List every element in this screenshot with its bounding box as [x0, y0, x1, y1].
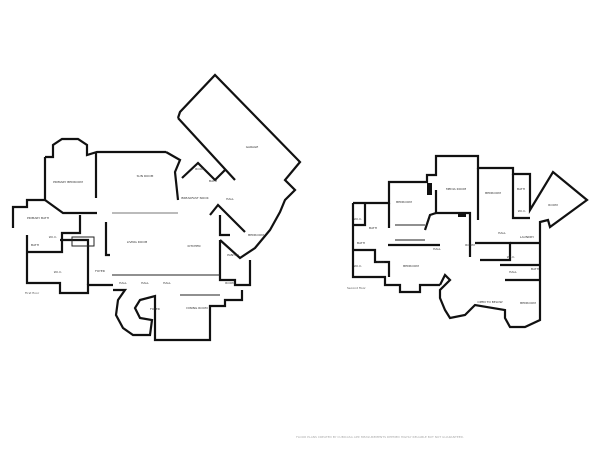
room-label: FOYER [150, 307, 160, 311]
room-label: GARAGE [246, 145, 259, 149]
room-label: LAUNDRY [520, 235, 534, 239]
room-label: W.I.C. [54, 270, 63, 274]
room-label: KITCHEN [188, 244, 201, 248]
room-label: LIVING ROOM [127, 240, 148, 244]
room-label: W.I.C. [49, 235, 58, 239]
room-label: W.I.C. [354, 217, 363, 221]
room-label: DINING ROOM [186, 306, 208, 310]
room-label: BEDROOM [396, 200, 412, 204]
second-floor-walls [351, 154, 589, 329]
room-label: HALL [141, 281, 149, 285]
room-label: HALL [119, 281, 127, 285]
room-label: OPEN TO BELOW [477, 300, 502, 304]
room-label: W.I.C. [518, 209, 527, 213]
room-label: BEDROOM [403, 264, 419, 268]
floor-label: First floor [25, 291, 40, 295]
footer-disclaimer: FLOOR PLANS CREATED BY CUBICASA APP. MEA… [296, 435, 464, 439]
room-label: ROOM [195, 167, 205, 171]
room-label: BATH [531, 267, 539, 271]
room-label: HALL [377, 260, 385, 264]
room-label: PANTRY [227, 253, 239, 257]
room-label: BATH [31, 243, 39, 247]
room-label: FOYER [95, 269, 105, 273]
room-label: BATH [369, 226, 377, 230]
second-floor-room-labels: MEDIA ROOM BEDROOM BEDROOM BATH W.I.C. R… [347, 187, 558, 305]
room-label: MEDIA ROOM [446, 187, 466, 191]
room-label: BATH [517, 187, 525, 191]
room-label: HALL [433, 247, 441, 251]
floor-label: Second floor [347, 286, 367, 290]
room-label: PRIMARY BATH [27, 216, 49, 220]
room-label: HALL [498, 231, 506, 235]
room-label: ROOM [465, 243, 475, 247]
room-label: BATH [209, 179, 217, 183]
room-label: BEDROOM [248, 233, 264, 237]
room-label: BEDROOM [485, 191, 501, 195]
room-label: ROOM [225, 281, 235, 285]
first-floor-room-labels: PRIMARY BEDROOM SUN ROOM PRIMARY BATH BA… [25, 145, 264, 311]
first-floor-walls [11, 73, 302, 342]
room-label: BATH [357, 241, 365, 245]
room-label: W.I.C. [354, 264, 363, 268]
room-label: BEDROOM [520, 301, 536, 305]
room-label: HALL [226, 197, 234, 201]
room-label: BREAKFAST NOOK [181, 196, 209, 200]
room-label: HALL [509, 270, 517, 274]
room-label: ROOM [548, 203, 558, 207]
room-label: HALL [163, 281, 171, 285]
room-label: PRIMARY BEDROOM [53, 180, 83, 184]
room-label: W.I.C. [507, 255, 516, 259]
room-label: SUN ROOM [137, 174, 154, 178]
